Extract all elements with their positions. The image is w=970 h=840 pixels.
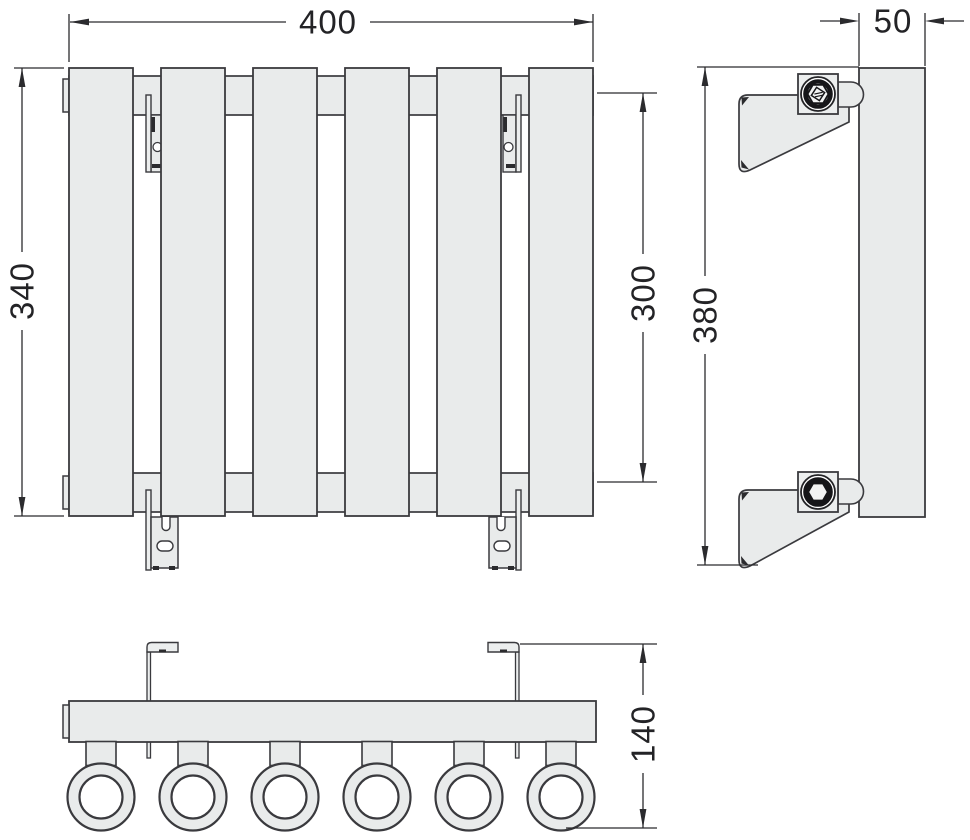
tube-section	[66, 762, 136, 832]
tube-section	[250, 762, 320, 832]
corner-mark-icon	[741, 556, 749, 566]
dim-label-front-height: 340	[4, 262, 41, 320]
side-panel	[858, 67, 926, 518]
dimension-connection-spacing	[597, 92, 657, 483]
radiator-panels	[68, 67, 594, 517]
arrowhead-down-icon	[639, 809, 647, 828]
top-collector	[68, 75, 594, 116]
lower-left-bracket	[145, 489, 179, 571]
arrowhead-left-icon	[925, 17, 944, 25]
arrowhead-left-icon	[70, 18, 89, 26]
radiator-panel	[436, 67, 502, 517]
side-view: 50 380	[687, 3, 964, 569]
bracket-rail	[515, 94, 522, 173]
tube-neck	[177, 740, 209, 767]
tube-section	[158, 762, 228, 832]
dimension-plan-depth	[520, 643, 657, 829]
bracket-slot	[496, 517, 506, 532]
tube-neck	[453, 740, 485, 767]
corner-mark-icon	[741, 97, 749, 106]
arrowhead-right-icon	[840, 17, 859, 25]
arrowhead-up-icon	[639, 93, 647, 112]
dimension-side-height	[697, 66, 859, 566]
right-bracket-hook	[487, 641, 520, 653]
tube-necks	[85, 740, 577, 767]
upper-right-bracket	[502, 94, 522, 173]
arrowhead-down-icon	[701, 546, 709, 565]
plan-view: 140	[62, 641, 662, 832]
collector-bar-end-cap	[62, 704, 70, 739]
tube-section	[434, 762, 504, 832]
upper-valve	[797, 73, 839, 115]
lower-right-bracket	[488, 489, 522, 571]
tube-neck	[361, 740, 393, 767]
corner-mark-icon	[741, 492, 749, 501]
dim-label-front-width: 400	[299, 4, 357, 41]
tube-sections	[66, 762, 596, 832]
front-view: 400 340 300	[4, 4, 662, 571]
corner-mark-icon	[741, 160, 749, 170]
dimension-front-width	[68, 14, 594, 62]
hex-nut-icon	[805, 481, 831, 503]
tube-neck	[85, 740, 117, 767]
bracket-slot	[161, 517, 171, 532]
tube-neck	[269, 740, 301, 767]
radiator-panel	[160, 67, 226, 517]
bottom-collector	[68, 472, 594, 513]
tube-section	[342, 762, 412, 832]
left-bracket-hook	[146, 641, 179, 653]
dim-label-plan-depth: 140	[625, 705, 662, 763]
bracket-hole	[156, 540, 174, 552]
arrowhead-up-icon	[18, 68, 26, 87]
lower-valve	[797, 471, 839, 513]
square-drive-icon	[810, 86, 826, 102]
arrowhead-down-icon	[18, 497, 26, 516]
radiator-panel	[68, 67, 134, 517]
dimension-front-height	[14, 67, 64, 517]
hook-mark-icon	[159, 649, 166, 653]
bracket-hole	[493, 540, 511, 552]
dim-label-connection-spacing: 300	[625, 264, 662, 322]
radiator-panel	[252, 67, 318, 517]
collector-bar	[68, 700, 597, 743]
tube-section	[526, 762, 596, 832]
tube-neck	[545, 740, 577, 767]
hook-mark-icon	[500, 649, 507, 653]
hex-socket-icon	[806, 84, 830, 104]
radiator-panel	[344, 67, 410, 517]
upper-pipe-connector	[837, 81, 865, 108]
dim-label-side-height: 380	[687, 286, 724, 344]
radiator-panel	[528, 67, 594, 517]
arrowhead-down-icon	[639, 463, 647, 482]
arrowhead-right-icon	[574, 18, 593, 26]
arrowhead-up-icon	[639, 644, 647, 663]
bracket-rail	[145, 94, 152, 173]
dim-label-side-depth: 50	[874, 3, 913, 40]
lower-pipe-connector	[837, 478, 865, 505]
arrowhead-up-icon	[701, 67, 709, 86]
dimension-side-depth	[820, 13, 964, 66]
